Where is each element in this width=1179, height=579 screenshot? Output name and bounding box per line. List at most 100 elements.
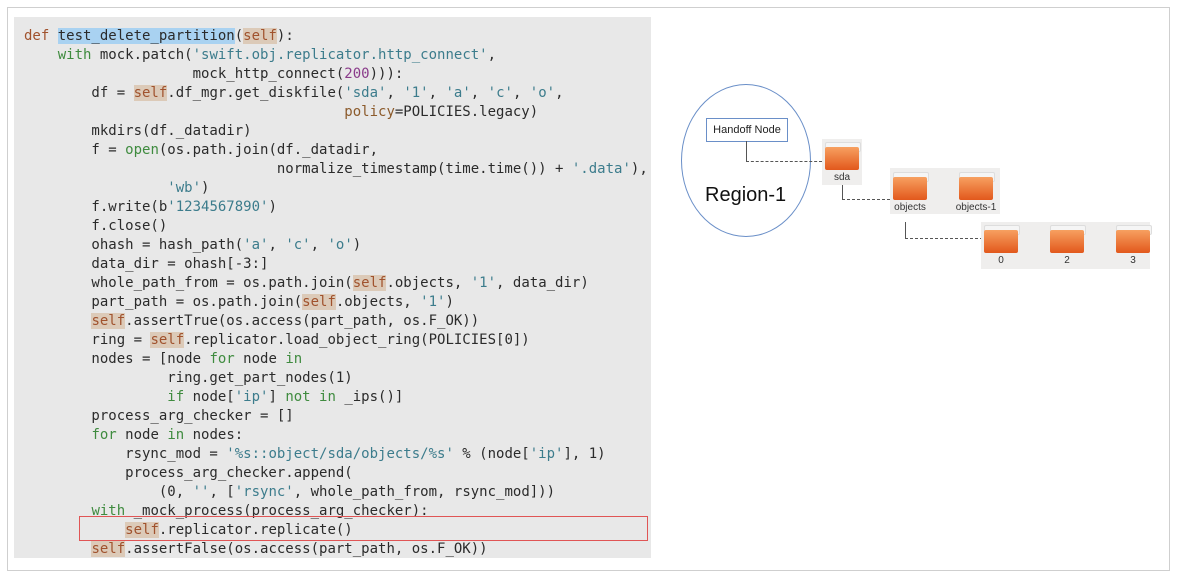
- code-line: 'wb'): [24, 179, 648, 198]
- folder-label-3: 3: [1130, 255, 1136, 266]
- code-token: 'ip': [529, 446, 564, 462]
- code-line: ring.get_part_nodes(1): [24, 369, 648, 388]
- code-line: part_path = os.path.join(self.objects, '…: [24, 293, 648, 312]
- code-token: '.data': [571, 161, 631, 177]
- code-token: (: [234, 28, 244, 44]
- code-token: in: [167, 427, 185, 443]
- code-line: f = open(os.path.join(df._datadir,: [24, 141, 648, 160]
- code-token: data_dir = ohash[-3:]: [24, 256, 269, 272]
- code-line: rsync_mod = '%s::object/sda/objects/%s' …: [24, 445, 648, 464]
- code-token: part_path = os.path.join(: [24, 294, 303, 310]
- code-token: ,: [428, 85, 446, 101]
- code-token: [24, 47, 58, 63]
- folder-icon: [893, 172, 929, 200]
- code-token: ,: [310, 237, 328, 253]
- code-token: test_delete_partition: [57, 28, 235, 44]
- code-editor: def test_delete_partition(self): with mo…: [14, 17, 651, 558]
- code-token: mock_http_connect(: [24, 66, 345, 82]
- code-token: ): [352, 237, 362, 253]
- code-token: '1': [403, 85, 429, 101]
- region-label: Region-1: [705, 184, 787, 206]
- code-token: '': [192, 484, 210, 500]
- code-token: .objects,: [386, 275, 471, 291]
- code-token: , [: [209, 484, 235, 500]
- code-line: self.replicator.replicate(): [24, 521, 648, 540]
- code-token: f.close(): [24, 218, 168, 234]
- code-token: 'c': [285, 237, 311, 253]
- code-token: 'rsync': [234, 484, 294, 500]
- code-token: self: [91, 541, 126, 557]
- code-line: whole_path_from = os.path.join(self.obje…: [24, 274, 648, 293]
- connector: [842, 185, 843, 199]
- code-token: mock.patch(: [91, 47, 193, 63]
- code-token: , whole_path_from, rsync_mod])): [293, 484, 556, 500]
- code-token: normalize_timestamp(time.time()) +: [24, 161, 572, 177]
- code-line: mkdirs(df._datadir): [24, 122, 648, 141]
- code-token: [24, 427, 91, 443]
- code-token: ]: [268, 389, 286, 405]
- code-token: (os.path.join(df._datadir,: [158, 142, 379, 158]
- folder-icon: [959, 172, 995, 200]
- folder-label-0: 0: [998, 255, 1004, 266]
- code-token: 'o': [327, 237, 353, 253]
- code-token: policy: [344, 104, 395, 120]
- code-token: ): [268, 199, 277, 215]
- code-token: ,: [555, 85, 564, 101]
- region-circle: [681, 84, 811, 237]
- code-token: .assertFalse(os.access(part_path, os.F_O…: [125, 541, 488, 557]
- code-token: ring =: [24, 332, 151, 348]
- code-token: ): [201, 180, 210, 196]
- code-line: self.assertFalse(os.access(part_path, os…: [24, 540, 648, 559]
- code-token: nodes = [node: [24, 351, 210, 367]
- code-line: f.write(b'1234567890'): [24, 198, 648, 217]
- code-token: .assertTrue(os.access(part_path, os.F_OK…: [125, 313, 480, 329]
- folder-label-objects-1: objects-1: [955, 202, 997, 213]
- code-token: self: [150, 332, 185, 348]
- code-token: ): [445, 294, 454, 310]
- code-token: in: [285, 351, 303, 367]
- code-token: ,: [470, 85, 488, 101]
- code-token: node[: [184, 389, 235, 405]
- code-line: if node['ip'] not in _ips()]: [24, 388, 648, 407]
- connector: [746, 161, 822, 162]
- code-token: ,: [386, 85, 404, 101]
- code-token: ,: [268, 237, 286, 253]
- code-token: 'c': [487, 85, 513, 101]
- code-token: 'a': [445, 85, 471, 101]
- code-token: self: [352, 275, 387, 291]
- code-token: , data_dir): [496, 275, 589, 291]
- code-token: for: [91, 427, 117, 443]
- code-token: [24, 541, 91, 557]
- code-token: [24, 313, 91, 329]
- code-token: 'o': [529, 85, 556, 101]
- code-token: with: [57, 47, 92, 63]
- code-line: mock_http_connect(200))):: [24, 65, 648, 84]
- code-line: with mock.patch('swift.obj.replicator.ht…: [24, 46, 648, 65]
- code-token: '%s::object/sda/objects/%s': [226, 446, 454, 462]
- code-line: data_dir = ohash[-3:]: [24, 255, 648, 274]
- code-line: (0, '', ['rsync', whole_path_from, rsync…: [24, 483, 648, 502]
- code-token: ring.get_part_nodes(1): [24, 370, 353, 386]
- code-token: 'ip': [234, 389, 269, 405]
- code-token: self: [302, 294, 336, 310]
- connector: [842, 199, 890, 200]
- code-line: for node in nodes:: [24, 426, 648, 445]
- highlight-box-replicate-call: [79, 516, 648, 541]
- connector: [905, 222, 906, 238]
- code-token: 'swift.obj.replicator.http_connect': [192, 47, 488, 63]
- folder-icon: [984, 225, 1020, 253]
- folder-icon: [825, 142, 861, 170]
- code-token: 200: [344, 66, 370, 82]
- code-token: self: [91, 313, 126, 329]
- code-token: ):: [276, 28, 294, 44]
- code-line: with _mock_process(process_arg_checker):: [24, 502, 648, 521]
- code-token: '1234567890': [167, 199, 269, 215]
- code-token: node: [234, 351, 286, 367]
- folder-label-2: 2: [1064, 255, 1070, 266]
- code-token: [24, 389, 167, 405]
- code-token: .df_mgr.get_diskfile(: [167, 85, 345, 101]
- folder-icon: [1050, 225, 1086, 253]
- code-token: =POLICIES.legacy): [394, 104, 539, 120]
- code-line: df = self.df_mgr.get_diskfile('sda', '1'…: [24, 84, 648, 103]
- code-token: f.write(b: [24, 199, 168, 215]
